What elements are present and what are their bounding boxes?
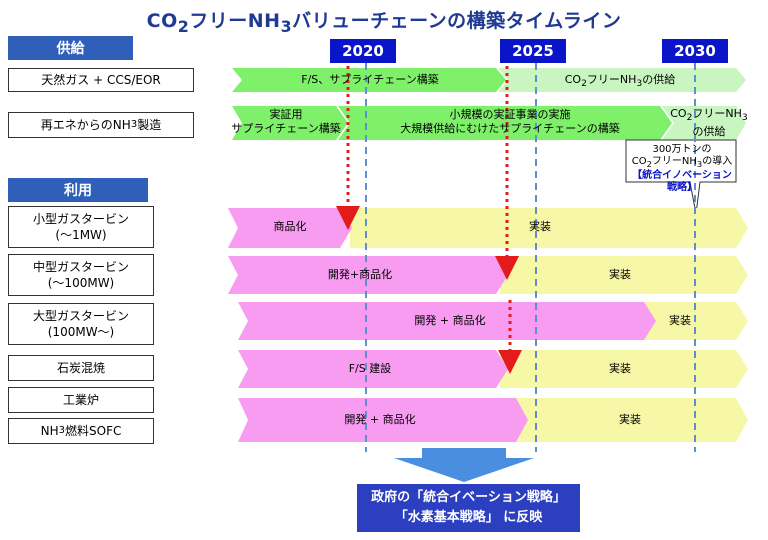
- text-re-supply: CO2フリーNH3 の供給: [664, 107, 754, 139]
- text-sgt-b: 実装: [529, 220, 551, 233]
- year-2025: 2025: [500, 39, 566, 63]
- bar-re-supply: [662, 106, 746, 140]
- bar-coal-pink: [238, 350, 508, 388]
- text-sofc-a: 開発 + 商品化: [344, 413, 416, 426]
- medium-gt-name: 中型ガスタービン: [32, 260, 129, 274]
- bar-coal-yellow: [500, 350, 748, 388]
- text-mgt-b: 実装: [609, 268, 631, 281]
- callout-line2: CO2フリーNH3の導入: [631, 156, 733, 169]
- row-industrial-furnace: 工業炉: [8, 387, 154, 413]
- medium-gt-range: (〜100MW): [47, 276, 115, 290]
- row-small-gt: 小型ガスタービン (〜1MW): [8, 206, 154, 248]
- re-demo-line2: サプライチェーン構築: [231, 122, 341, 135]
- callout-text: 300万トンの CO2フリーNH3の導入 【統合イノベーション戦略】: [628, 144, 736, 194]
- text-sofc-b: 実装: [619, 413, 641, 426]
- callout-line1: 300万トンの: [652, 144, 712, 155]
- bar-sofc-pink: [238, 398, 528, 442]
- re-small-line2: 大規模供給にむけたサプライチェーンの構築: [400, 122, 620, 135]
- policy-line2: 「水素基本戦略」 に反映: [394, 510, 543, 525]
- year-2030: 2030: [662, 39, 728, 63]
- text-lgt-a: 開発 + 商品化: [414, 314, 486, 327]
- text-re-demo: 実証用 サプライチェーン構築: [226, 108, 346, 136]
- text-sgt-a: 商品化: [273, 220, 307, 233]
- bar-lgt-pink: [238, 302, 656, 340]
- re-small-line1: 小規模の実証事業の実施: [449, 108, 571, 121]
- row-coal-cofiring: 石炭混焼: [8, 355, 154, 381]
- small-gt-name: 小型ガスタービン: [32, 212, 129, 226]
- bar-sofc-yellow: [510, 398, 748, 442]
- text-mgt-a: 開発+商品化: [327, 268, 393, 281]
- policy-line1: 政府の「統合イベーション戦略」: [371, 490, 566, 505]
- row-large-gt: 大型ガスタービン (100MW〜): [8, 303, 154, 345]
- small-gt-range: (〜1MW): [55, 228, 107, 242]
- bar-sgt-pink: [228, 208, 352, 248]
- text-ng-supply: CO2フリーNH3の供給: [564, 73, 676, 90]
- row-medium-gt: 中型ガスタービン (〜100MW): [8, 254, 154, 296]
- policy-box: 政府の「統合イベーション戦略」 「水素基本戦略」 に反映: [357, 484, 580, 532]
- bar-ng-fs: [232, 68, 506, 92]
- title-co2: CO2: [146, 10, 190, 36]
- text-coal-b: 実装: [609, 362, 631, 375]
- bar-mgt-yellow: [500, 256, 748, 294]
- re-demo-line1: 実証用: [269, 108, 303, 121]
- usage-header: 利用: [8, 178, 148, 202]
- year-2020: 2020: [330, 39, 396, 63]
- bar-ng-supply: [498, 68, 746, 92]
- bar-re-demo: [232, 106, 348, 140]
- text-lgt-b: 実装: [669, 314, 691, 327]
- title-rest: フリーNH3バリューチェーンの構築タイムライン: [189, 10, 622, 36]
- re-supply-line1: CO2フリーNH3: [670, 107, 748, 124]
- bar-re-small: [338, 106, 672, 140]
- row-natural-gas: 天然ガス + CCS/EOR: [8, 68, 194, 92]
- supply-header: 供給: [8, 36, 133, 60]
- text-coal-a: F/S 建設: [348, 362, 392, 375]
- text-ng-fs: F/S、サプライチェーン構築: [301, 73, 439, 86]
- big-down-arrow: [394, 448, 534, 482]
- large-gt-range: (100MW〜): [47, 325, 115, 339]
- callout-line3: 【統合イノベーション戦略】: [632, 170, 732, 193]
- text-re-small: 小規模の実証事業の実施 大規模供給にむけたサプライチェーンの構築: [360, 108, 660, 136]
- bar-mgt-pink: [228, 256, 508, 294]
- callout-shape: [625, 139, 737, 215]
- bar-sgt-yellow: [350, 208, 748, 248]
- large-gt-name: 大型ガスタービン: [32, 309, 129, 323]
- page-title: CO2フリーNH3バリューチェーンの構築タイムライン: [0, 6, 768, 36]
- re-supply-line2: の供給: [692, 125, 726, 139]
